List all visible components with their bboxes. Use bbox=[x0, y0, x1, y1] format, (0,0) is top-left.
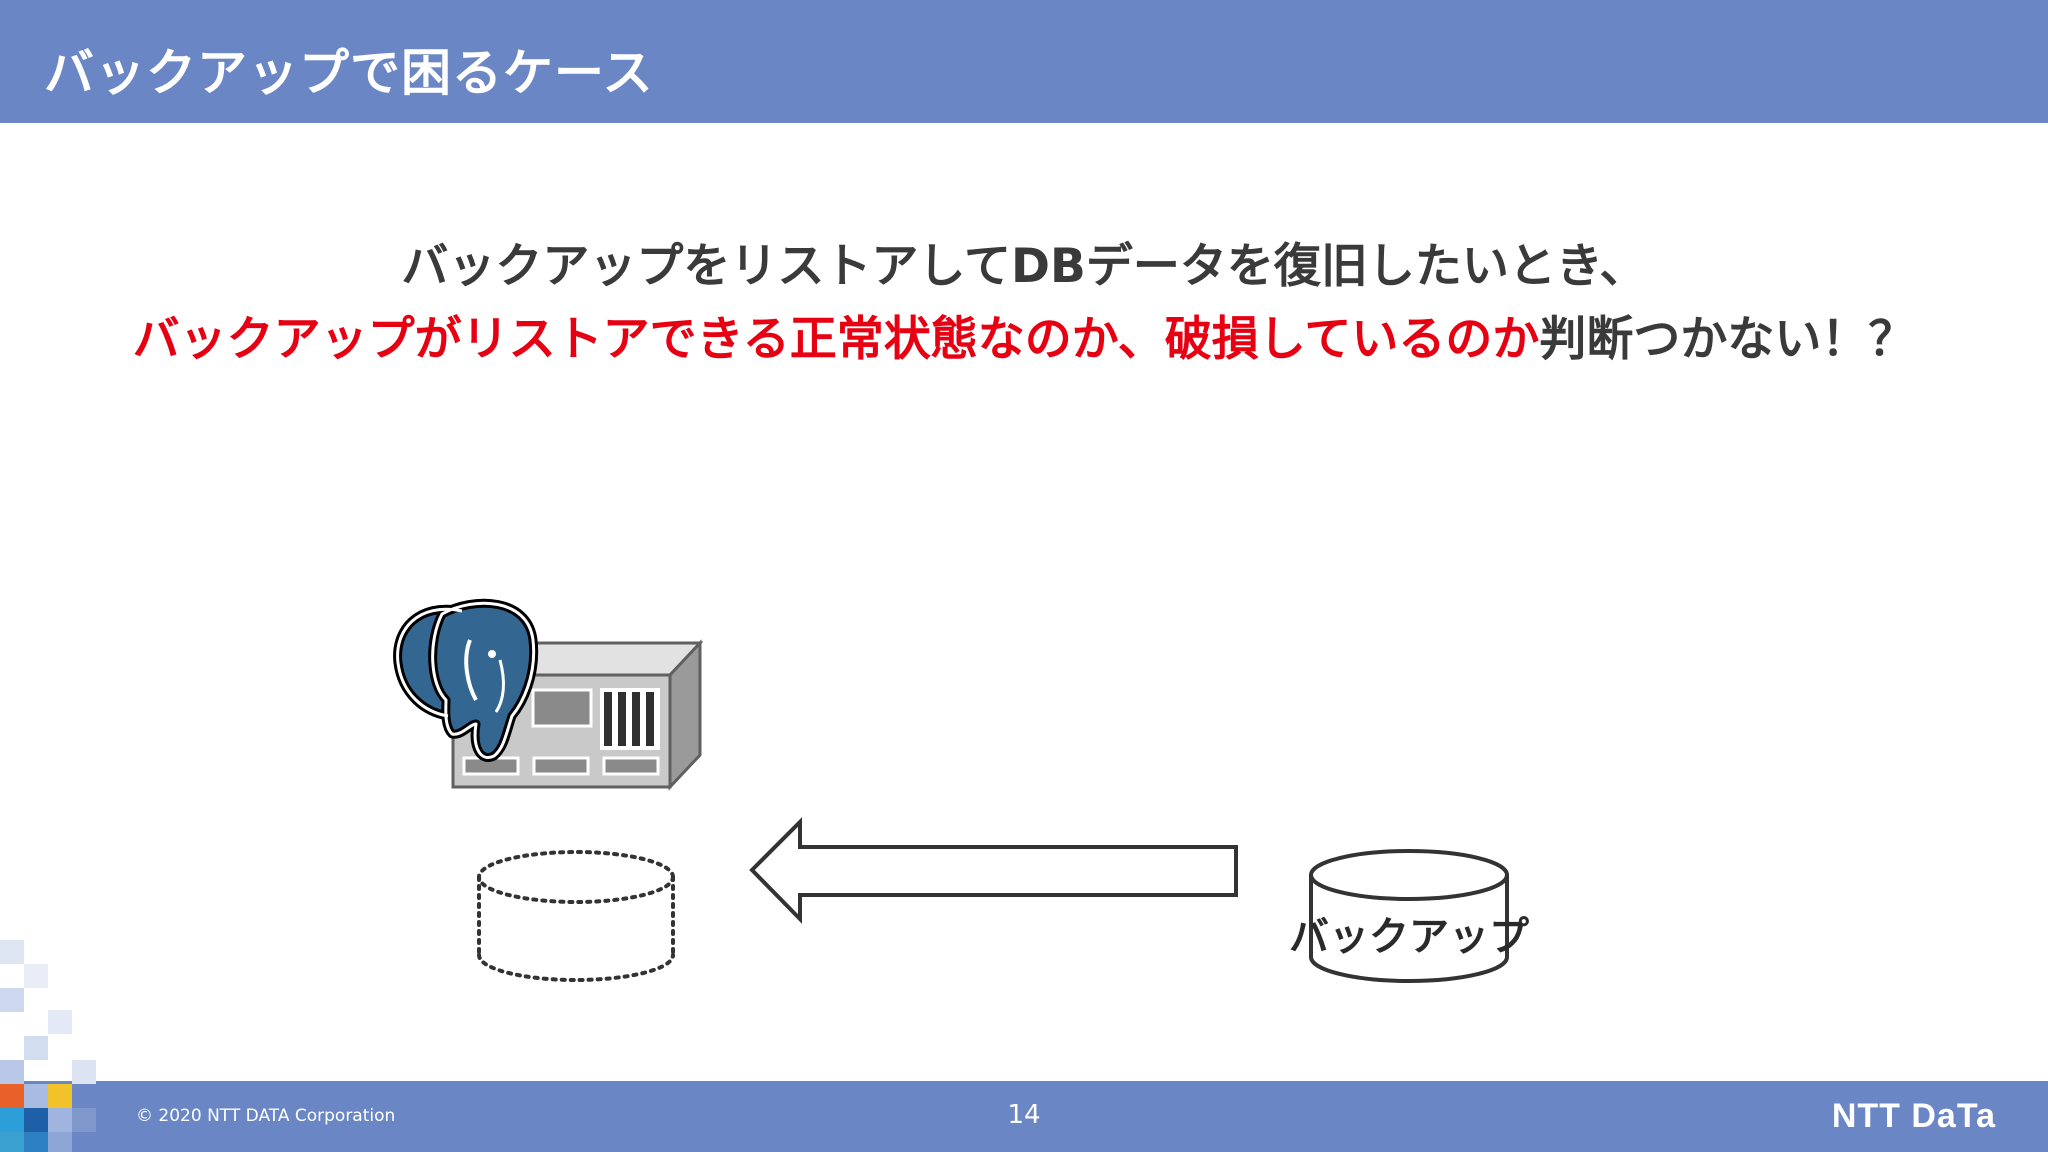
message-line-2: バックアップがリストアできる正常状態なのか、破損しているのか判断つかない！？ bbox=[0, 302, 2048, 378]
copyright-text: © 2020 NTT DATA Corporation bbox=[136, 1106, 396, 1126]
main-message: バックアップをリストアしてDBデータを復旧したいとき、 バックアップがリストアで… bbox=[0, 232, 2048, 378]
footer-bar: © 2020 NTT DATA Corporation 14 NTT DaTa bbox=[0, 1081, 2048, 1152]
slide-title: バックアップで困るケース bbox=[44, 44, 654, 102]
message-highlight: バックアップがリストアできる正常状態なのか、破損しているのか bbox=[132, 312, 1540, 367]
backup-cylinder-icon bbox=[1309, 849, 1509, 983]
left-arrow-icon bbox=[749, 817, 1238, 924]
server-icon bbox=[449, 639, 704, 791]
postgresql-elephant-icon bbox=[393, 598, 539, 762]
message-rest: 判断つかない！？ bbox=[1539, 312, 1916, 367]
backup-label: バックアップ bbox=[1289, 914, 1529, 960]
ntt-data-logo: NTT DaTa bbox=[1831, 1097, 1996, 1135]
page-number: 14 bbox=[1007, 1100, 1041, 1130]
message-line-1: バックアップをリストアしてDBデータを復旧したいとき、 bbox=[401, 239, 1647, 294]
header-bar: バックアップで困るケース bbox=[0, 0, 2048, 123]
dashed-database-icon bbox=[477, 850, 675, 982]
